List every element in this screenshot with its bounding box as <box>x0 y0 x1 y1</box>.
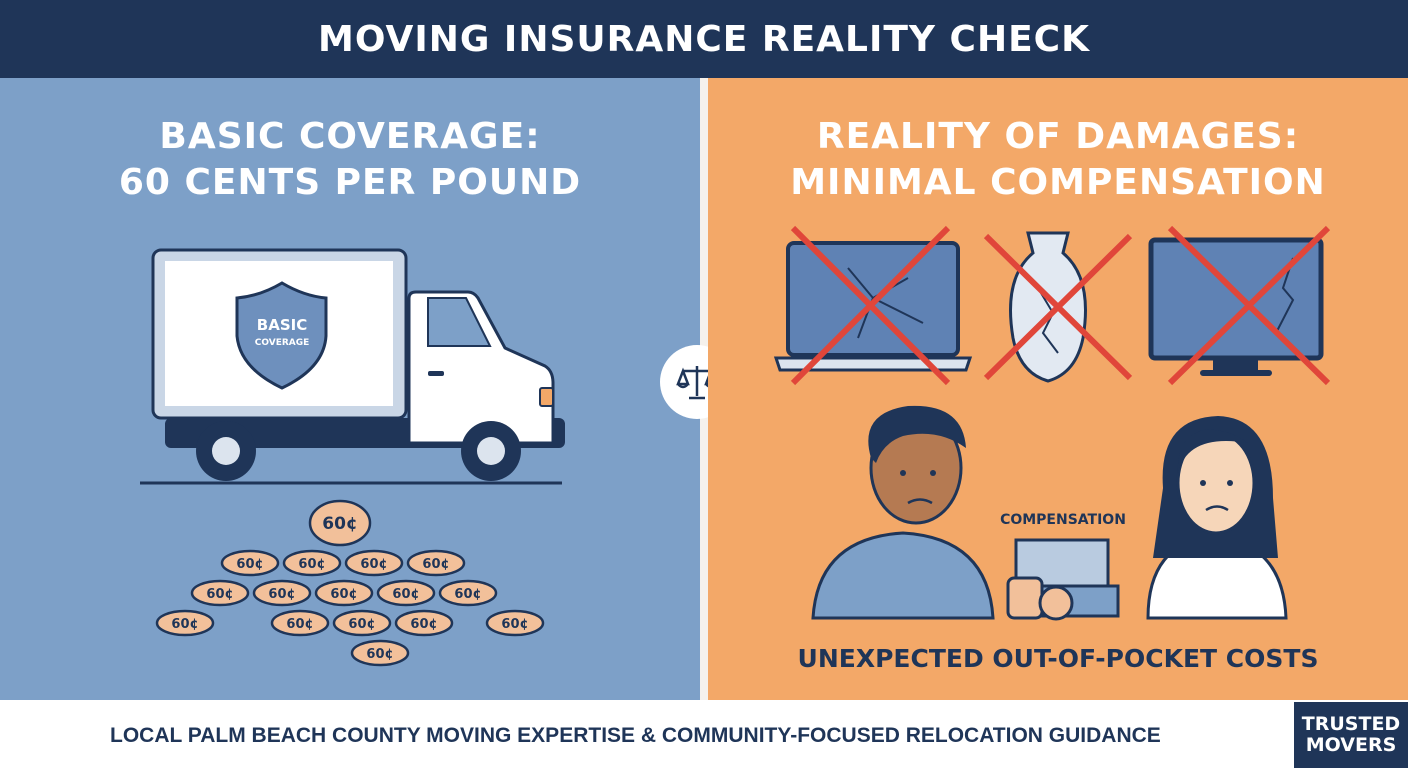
coin-icon: 60¢ <box>252 579 312 607</box>
worried-man-icon <box>811 405 995 620</box>
coin-label: 60¢ <box>501 617 528 632</box>
panel-title: REALITY OF DAMAGES: MINIMAL COMPENSATION <box>708 114 1408 206</box>
coin-label: 60¢ <box>454 587 481 602</box>
coin-icon: 60¢ <box>350 639 410 667</box>
coin-icon: 60¢ <box>485 609 545 637</box>
footer-text: LOCAL PALM BEACH COUNTY MOVING EXPERTISE… <box>110 724 1161 747</box>
coin-icon: 60¢ <box>190 579 250 607</box>
coin-icon: 60¢ <box>406 549 466 577</box>
broken-vase-icon <box>983 231 1133 383</box>
broken-laptop-icon <box>773 225 973 386</box>
coin-icon: 60¢ <box>155 609 215 637</box>
coin-label: 60¢ <box>298 557 325 572</box>
coin-icon: 60¢ <box>270 609 330 637</box>
coin-icon: 60¢ <box>394 609 454 637</box>
coin-label: 60¢ <box>268 587 295 602</box>
broken-tv-icon <box>1148 225 1331 386</box>
title-line-1: BASIC COVERAGE: <box>159 116 541 157</box>
basic-coverage-panel: BASIC COVERAGE: 60 CENTS PER POUND BASIC… <box>0 78 700 700</box>
shield-icon: BASIC COVERAGE <box>235 281 328 390</box>
coin-icon: 60¢ <box>344 549 404 577</box>
coin-label: 60¢ <box>330 587 357 602</box>
coin-label: 60¢ <box>422 557 449 572</box>
worried-woman-icon <box>1146 416 1288 620</box>
coin-label: 60¢ <box>322 514 358 534</box>
shield-label-2: COVERAGE <box>255 338 310 348</box>
logo-line-2: MOVERS <box>1305 734 1397 756</box>
title-line-2: 60 CENTS PER POUND <box>118 162 582 203</box>
damaged-items: COMPENSATION <box>773 225 1331 621</box>
title-line-1: REALITY OF DAMAGES: <box>816 116 1300 157</box>
coin-icon: 60¢ <box>438 579 498 607</box>
compensation-label: COMPENSATION <box>1000 512 1126 528</box>
coin-label: 60¢ <box>366 647 393 662</box>
coin-label: 60¢ <box>410 617 437 632</box>
coin-icon: 60¢ <box>308 499 372 547</box>
moving-truck-icon: BASIC COVERAGE <box>140 248 565 485</box>
shield-label-1: BASIC <box>257 316 307 334</box>
coin-label: 60¢ <box>236 557 263 572</box>
damages-panel: REALITY OF DAMAGES: MINIMAL COMPENSATION <box>708 78 1408 700</box>
title-text: MOVING INSURANCE REALITY CHECK <box>318 18 1090 60</box>
out-of-pocket-caption: UNEXPECTED OUT-OF-POCKET COSTS <box>797 644 1319 673</box>
coin-icon: 60¢ <box>282 549 342 577</box>
trusted-movers-logo: TRUSTED MOVERS <box>1294 702 1408 768</box>
coin-label: 60¢ <box>206 587 233 602</box>
title-line-2: MINIMAL COMPENSATION <box>790 162 1326 203</box>
coin-label: 60¢ <box>392 587 419 602</box>
compensation-icon: COMPENSATION <box>1000 512 1126 621</box>
logo-line-1: TRUSTED <box>1301 713 1401 735</box>
coin-icon: 60¢ <box>220 549 280 577</box>
coin-label: 60¢ <box>286 617 313 632</box>
footer: LOCAL PALM BEACH COUNTY MOVING EXPERTISE… <box>0 700 1408 768</box>
coin-label: 60¢ <box>360 557 387 572</box>
coin-label: 60¢ <box>171 617 198 632</box>
coin-pile-icon: 60¢60¢60¢60¢60¢60¢60¢60¢60¢60¢60¢60¢60¢6… <box>155 499 545 667</box>
page-title: MOVING INSURANCE REALITY CHECK <box>0 0 1408 78</box>
coin-icon: 60¢ <box>332 609 392 637</box>
coin-icon: 60¢ <box>376 579 436 607</box>
coin-icon: 60¢ <box>314 579 374 607</box>
coin-label: 60¢ <box>348 617 375 632</box>
panel-title: BASIC COVERAGE: 60 CENTS PER POUND <box>0 114 700 206</box>
